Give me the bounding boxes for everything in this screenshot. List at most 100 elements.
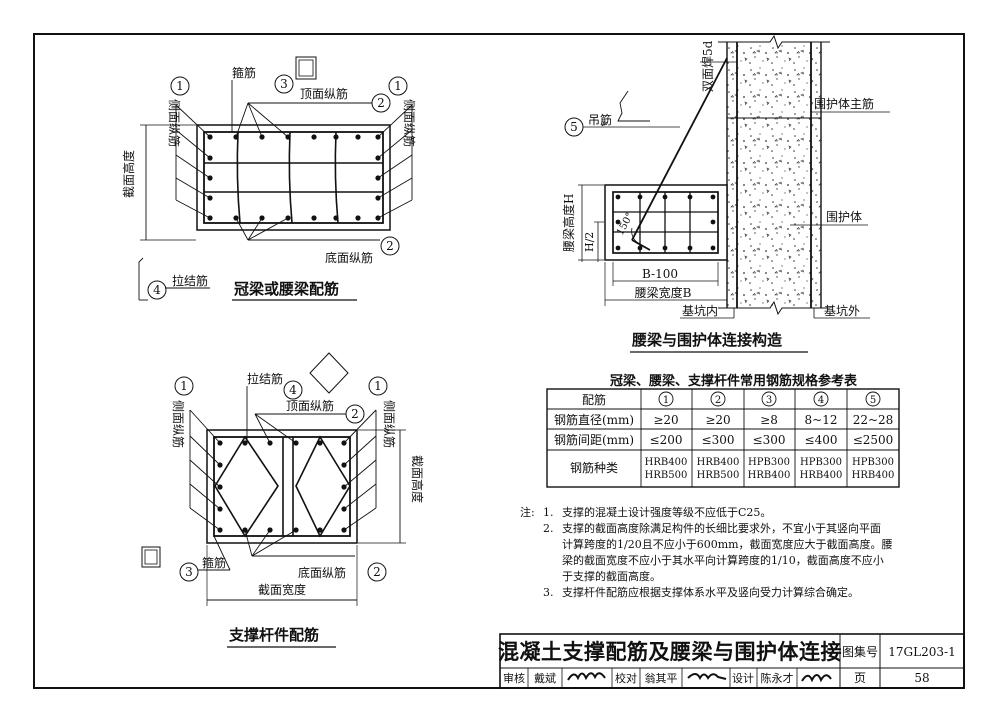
fig2-tie-bars-label: 拉结筋 — [247, 371, 283, 386]
table-cell: HRB500 — [645, 470, 688, 481]
fig1-longitudinal-bars — [207, 134, 381, 221]
fig3-title: 腰梁与围护体连接构造 — [631, 331, 782, 349]
note-line: 支撑的截面高度除满足构件的长细比要求外，不宜小于其竖向平面 — [562, 521, 881, 535]
fig1-crown-beam-diagram: 1 侧面纵筋 1 侧面纵筋 箍筋 3 顶面纵筋 2 截面高度 底面纵筋 2 — [121, 56, 417, 301]
table-cell: HRB400 — [645, 457, 688, 468]
main-title: 混凝土支撑配筋及腰梁与围护体连接 — [498, 639, 842, 664]
fig2-marker-1-left-text: 1 — [180, 379, 188, 393]
fig1-marker-2-bottom-text: 2 — [386, 239, 394, 253]
review-label: 审核 — [503, 671, 525, 685]
fig3-beam-bars — [615, 194, 716, 251]
fig3-half-h-label: H/2 — [583, 232, 596, 252]
fig3-waist-height-label: 腰梁高度H — [561, 194, 576, 252]
checker-name: 翁其平 — [645, 671, 678, 685]
atlas-label: 图集号 — [842, 644, 878, 659]
table-header-col2: 2 — [715, 395, 721, 406]
table-cell: ≤200 — [650, 433, 683, 447]
fig1-marker-2-bottom — [380, 236, 400, 256]
note-number: 3. — [543, 586, 554, 599]
fig1-height-label: 截面高度 — [121, 150, 136, 198]
table-row1-label: 钢筋直径(mm) — [554, 412, 634, 427]
table-title: 冠梁、腰梁、支撑杆件常用钢筋规格参考表 — [610, 373, 858, 389]
table-header-col1: 1 — [663, 395, 669, 406]
fig1-marker-4 — [147, 280, 167, 300]
fig2-top-bars-label: 顶面纵筋 — [286, 398, 334, 413]
table-cell: HRB400 — [748, 470, 791, 481]
sheet-frame — [33, 33, 965, 689]
table-header-col5: 5 — [870, 395, 876, 406]
fig2-longitudinal-bars — [217, 440, 347, 533]
fig3-weld-label: 双面焊5d — [700, 40, 715, 92]
fig1-side-bars-left-label: 侧面纵筋 — [167, 99, 182, 147]
atlas-number: 17GL203-1 — [888, 645, 955, 659]
title-block: 混凝土支撑配筋及腰梁与围护体连接 图集号 17GL203-1 审核 戴斌 校对 … — [498, 633, 965, 689]
table-cell: 8~12 — [805, 413, 838, 427]
fig3-hanger-label: 吊筋 — [588, 112, 612, 127]
fig2-marker-4-text: 4 — [289, 383, 297, 397]
fig1-bottom-bars-label: 底面纵筋 — [325, 250, 373, 265]
fig1-marker-1-left-text: 1 — [176, 79, 184, 93]
reviewer-name: 戴斌 — [534, 671, 556, 685]
fig3-b-minus-label: B-100 — [642, 267, 678, 281]
table-cell: HRB400 — [852, 470, 895, 481]
table-cell: ≥20 — [653, 413, 678, 427]
fig2-marker-1-right-text: 1 — [374, 379, 382, 393]
table-row2-label: 钢筋间距(mm) — [554, 432, 634, 447]
note-line: 于支撑的截面高度。 — [562, 569, 661, 583]
check-label: 校对 — [615, 671, 637, 685]
table-cell: HPB300 — [748, 457, 790, 468]
fig1-marker-1-right — [388, 76, 408, 96]
table-cell: ≤300 — [702, 433, 735, 447]
fig1-marker-4-text: 4 — [153, 283, 161, 297]
fig2-marker-2-top-text: 2 — [351, 407, 359, 421]
fig1-marker-1-right-text: 1 — [394, 79, 402, 93]
table-cell: ≤400 — [805, 433, 838, 447]
table-cell: ≤2500 — [853, 433, 894, 447]
table-cell: ≤300 — [753, 433, 786, 447]
note-line: 支撑杆件配筋应根据支撑体系水平及竖向受力计算综合确定。 — [562, 585, 859, 599]
fig2-height-label: 截面高度 — [410, 455, 425, 503]
fig3-marker-5-text: 5 — [570, 120, 578, 134]
reviewer-signature — [567, 672, 606, 681]
table-cell: HPB300 — [800, 457, 842, 468]
fig2-section-outline — [206, 429, 358, 544]
fig1-side-bars-right-label: 侧面纵筋 — [402, 99, 417, 147]
page-number: 58 — [914, 671, 929, 685]
table-cell: ≥8 — [760, 413, 778, 427]
fig1-stirrup-label: 箍筋 — [232, 65, 256, 80]
designer-name: 陈永才 — [761, 671, 794, 685]
fig2-stirrup-label: 箍筋 — [202, 555, 226, 570]
fig2-marker-1-left — [174, 376, 194, 396]
fig2-marker-1-right — [368, 376, 388, 396]
notes-prefix: 注: — [520, 505, 535, 519]
table-header-col4: 4 — [818, 395, 824, 406]
table-header-label: 配筋 — [582, 392, 606, 407]
design-label: 设计 — [732, 672, 754, 685]
note-number: 1. — [543, 506, 554, 519]
checker-signature — [687, 673, 727, 681]
fig2-side-bars-left-label: 侧面纵筋 — [171, 400, 186, 448]
table-cell: HRB500 — [697, 470, 740, 481]
notes-block: 注: 1. 支撑的混凝土设计强度等级不应低于C25。 2. 支撑的截面高度除满足… — [520, 505, 893, 599]
designer-signature — [801, 674, 832, 683]
note-number: 2. — [543, 522, 554, 535]
table-cell: ≥20 — [705, 413, 730, 427]
fig1-stirrup — [203, 131, 384, 224]
fig3-retaining-wall — [727, 42, 821, 308]
fig2-width-label: 截面宽度 — [258, 582, 306, 597]
fig2-tie-icon — [309, 352, 349, 394]
fig3-pit-outside-label: 基坑外 — [824, 303, 860, 318]
fig2-strut-diagram: 1 侧面纵筋 1 侧面纵筋 拉结筋 4 顶面纵筋 2 截面高度 3 箍筋 — [141, 352, 425, 648]
table-cell: 22~28 — [853, 413, 894, 427]
note-line: 计算跨度的1/20且不应小于600mm，截面宽度应大于截面高度。腰 — [562, 537, 893, 551]
fig3-pit-inside-label: 基坑内 — [682, 303, 718, 318]
note-line: 支撑的混凝土设计强度等级不应低于C25。 — [562, 505, 771, 519]
fig2-bottom-bars-label: 底面纵筋 — [298, 565, 346, 580]
fig2-side-bars-right-label: 侧面纵筋 — [382, 400, 397, 448]
fig3-wall-main-bars-label: 围护体主筋 — [814, 96, 874, 111]
fig1-marker-3-text: 3 — [280, 77, 288, 91]
rebar-spec-table: 冠梁、腰梁、支撑杆件常用钢筋规格参考表 配筋 1 2 3 4 5 钢筋直径(mm… — [546, 373, 900, 488]
fig3-waist-beam-connection-diagram: 双面焊5d 围护体主筋 围护体 150° 5 吊筋 — [561, 34, 890, 353]
fig1-top-bars-label: 顶面纵筋 — [300, 86, 348, 101]
